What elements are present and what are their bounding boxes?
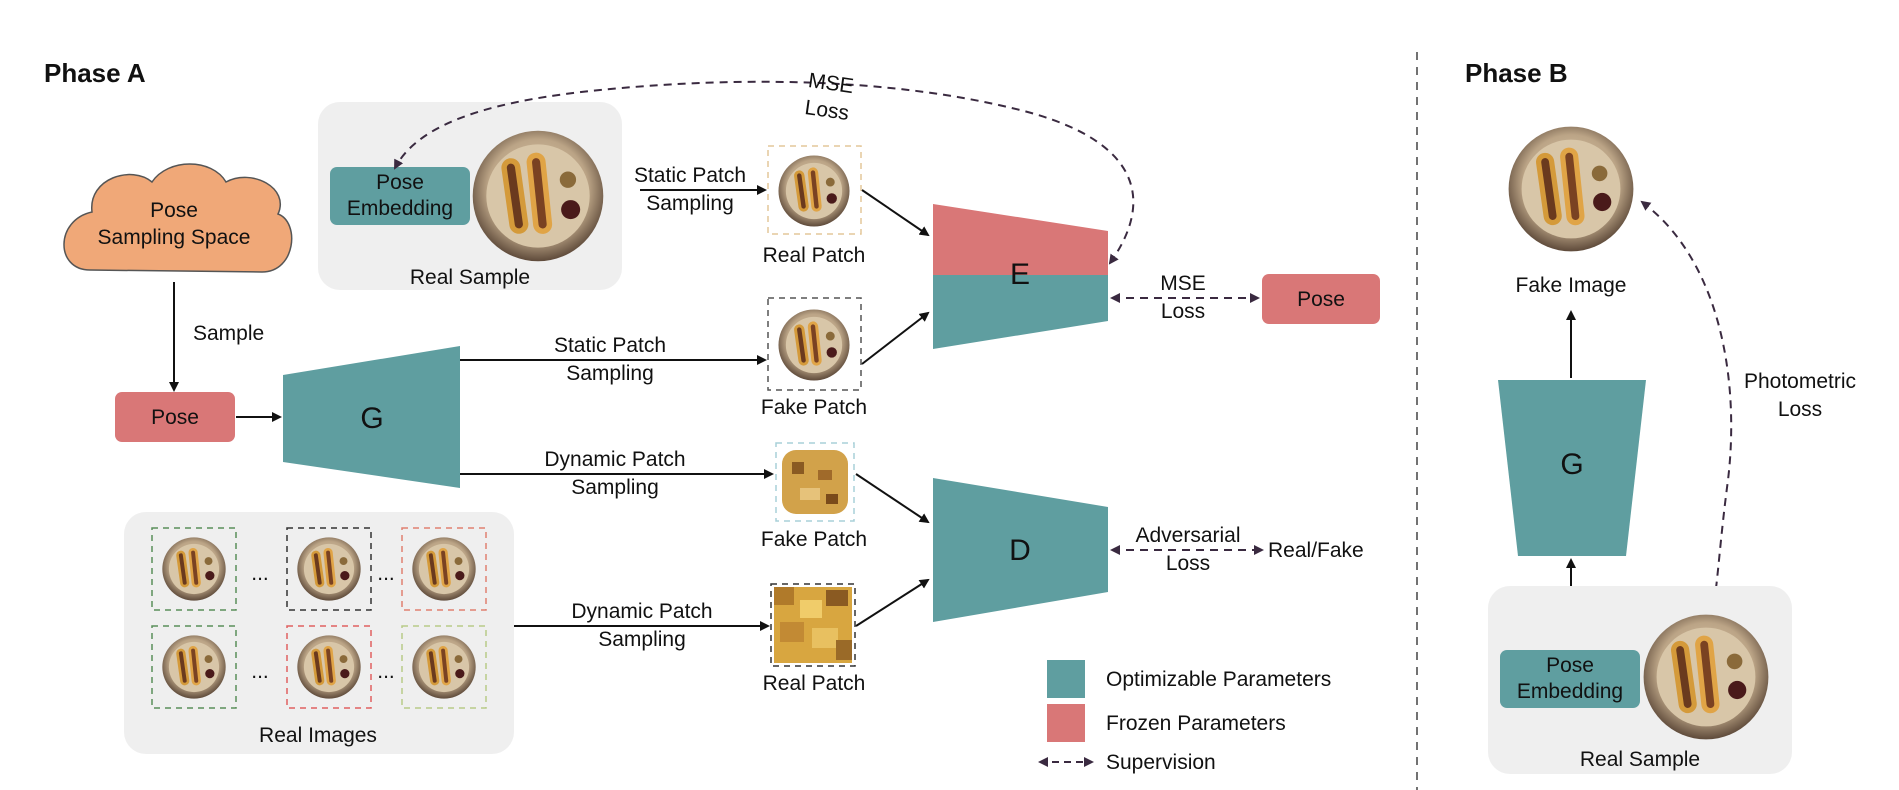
real-sample-caption: Real Sample	[410, 266, 530, 289]
phase-b-fake-image-label: Fake Image	[1516, 274, 1627, 297]
mid-static-label-2: Sampling	[566, 362, 654, 385]
top-static-label-1: Static Patch	[634, 164, 746, 187]
real-images-caption: Real Images	[259, 724, 377, 747]
mse-top-label-2: Loss	[803, 96, 850, 125]
generator-label: G	[360, 402, 383, 435]
legend: Optimizable Parameters Frozen Parameters…	[1038, 660, 1331, 774]
adversarial-label-2: Loss	[1166, 552, 1210, 575]
sample-label: Sample	[193, 322, 264, 345]
phase-b-fake-image	[1508, 126, 1634, 252]
legend-supervision: Supervision	[1106, 751, 1216, 774]
phase-b-real-sample-image	[1643, 614, 1769, 740]
pose-embedding-line2: Embedding	[347, 197, 453, 220]
real-fake-label: Real/Fake	[1268, 539, 1364, 562]
fake-patch-mid: Fake Patch	[761, 297, 867, 419]
real-patch-to-e-arrow	[861, 189, 930, 237]
real-patch-top: Real Patch	[763, 145, 866, 267]
photometric-label-2: Loss	[1778, 398, 1822, 421]
mse-top-curve	[394, 80, 1135, 265]
real-sample-image	[472, 130, 604, 262]
phase-b-generator-block: G	[1498, 380, 1646, 556]
ellipsis-1: ...	[251, 562, 269, 585]
phase-b-title: Phase B	[1465, 58, 1568, 88]
cloud-label-line1: Pose	[150, 199, 198, 222]
mse-right-label-2: Loss	[1161, 300, 1205, 323]
pose-target-box: Pose	[1262, 274, 1380, 324]
dynamic-from-g-label-2: Sampling	[571, 476, 659, 499]
real-patch-top-label: Real Patch	[763, 244, 866, 267]
legend-teal-swatch	[1047, 660, 1085, 698]
fake-patch-to-e-arrow	[861, 311, 930, 365]
dynamic-from-real-label-2: Sampling	[598, 628, 686, 651]
mse-right-label-1: MSE	[1160, 272, 1206, 295]
pose-target-label: Pose	[1297, 288, 1345, 311]
fake-dyn-to-d-arrow	[855, 473, 930, 524]
mse-top-label-1: MSE	[807, 69, 855, 98]
adversarial-label-1: Adversarial	[1135, 524, 1240, 547]
encoder-block: E	[933, 204, 1108, 349]
phase-b-pose-embedding-box	[1500, 650, 1640, 708]
encoder-label: E	[1010, 258, 1030, 291]
photometric-curve	[1640, 200, 1733, 612]
dynamic-from-g-label-1: Dynamic Patch	[544, 448, 685, 471]
phase-a-title: Phase A	[44, 58, 146, 88]
mid-static-label-1: Static Patch	[554, 334, 666, 357]
fake-patch-dynamic-label: Fake Patch	[761, 528, 867, 551]
phase-b-real-sample-caption: Real Sample	[1580, 748, 1700, 771]
pose-sampling-space-cloud: Pose Sampling Space	[63, 163, 293, 273]
pose-box: Pose	[115, 392, 235, 442]
discriminator-label: D	[1009, 534, 1031, 567]
pose-embedding-line1: Pose	[376, 171, 424, 194]
cloud-label-line2: Sampling Space	[98, 226, 251, 249]
phase-b-embedding-line1: Pose	[1546, 654, 1594, 677]
legend-optimizable: Optimizable Parameters	[1106, 668, 1331, 691]
ellipsis-2: ...	[377, 562, 395, 585]
top-static-label-2: Sampling	[646, 192, 734, 215]
legend-frozen: Frozen Parameters	[1106, 712, 1286, 735]
phase-b-real-sample-group: Pose Embedding Real Sample	[1488, 586, 1792, 774]
real-sample-group: Pose Embedding Real Sample	[318, 102, 622, 290]
generator-block: G	[283, 346, 460, 488]
pose-box-label: Pose	[151, 406, 199, 429]
real-dyn-to-d-arrow	[855, 578, 930, 627]
fake-patch-dynamic: Fake Patch	[761, 442, 867, 551]
real-patch-dynamic: Real Patch	[763, 583, 866, 695]
ellipsis-3: ...	[251, 660, 269, 683]
photometric-label-1: Photometric	[1744, 370, 1856, 393]
real-images-group: ... ... ... ... Real Images	[124, 512, 514, 754]
dynamic-from-real-label-1: Dynamic Patch	[571, 600, 712, 623]
fake-patch-mid-label: Fake Patch	[761, 396, 867, 419]
phase-b-embedding-line2: Embedding	[1517, 680, 1623, 703]
legend-red-swatch	[1047, 704, 1085, 742]
ellipsis-4: ...	[377, 660, 395, 683]
phase-b-generator-label: G	[1560, 448, 1583, 481]
discriminator-block: D	[933, 478, 1108, 622]
real-patch-dynamic-label: Real Patch	[763, 672, 866, 695]
